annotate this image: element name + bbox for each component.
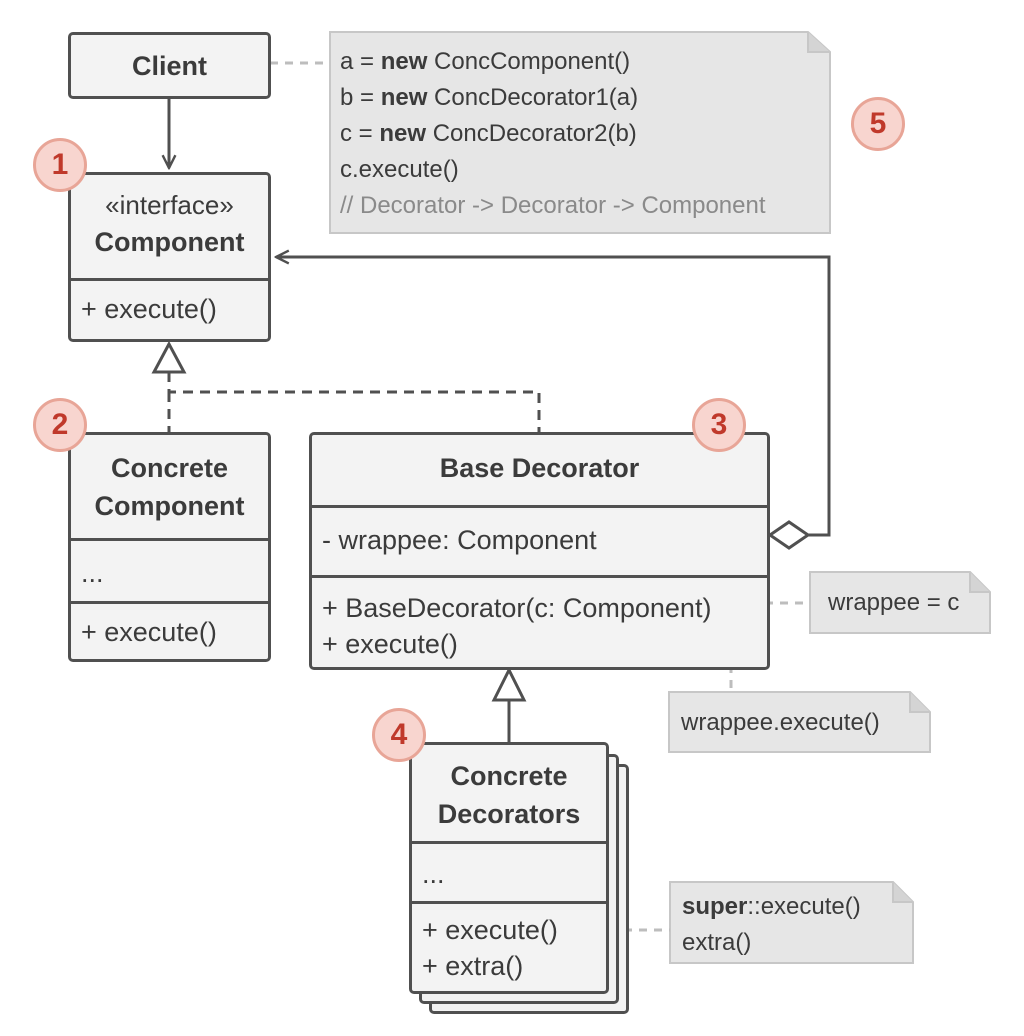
aggregation-diamond xyxy=(767,520,811,550)
base-decorator-methods: + BaseDecorator(c: Component) + execute(… xyxy=(312,575,767,662)
badge-3: 3 xyxy=(692,398,746,452)
constructor-note-shape xyxy=(809,571,991,634)
decorator-note-line-1: super::execute() xyxy=(682,893,861,920)
badge-4: 4 xyxy=(372,708,426,762)
concrete-decorators-methods: + execute() + extra() xyxy=(412,901,606,984)
badge-5: 5 xyxy=(851,97,905,151)
base-decorator-execute: + execute() xyxy=(322,629,458,659)
concrete-decorators-field: ... xyxy=(422,859,445,889)
component-methods: + execute() xyxy=(71,278,268,327)
concrete-decorators-title-line-1: Concrete xyxy=(450,761,568,791)
concrete-decorators-class: Concrete Decorators ... + execute() + ex… xyxy=(409,742,609,994)
component-interface: «interface» Component + execute() xyxy=(68,172,271,342)
decorator-note-line-2: extra() xyxy=(682,929,752,956)
client-note-line-4: c.execute() xyxy=(340,156,459,183)
constructor-note-text: wrappee = c xyxy=(828,589,960,616)
client-class: Client xyxy=(68,32,271,99)
execute-note-shape xyxy=(668,691,931,753)
component-title: Component xyxy=(94,227,245,257)
concrete-component-title-line-2: Component xyxy=(94,491,245,521)
concrete-decorators-title-line-2: Decorators xyxy=(437,799,581,829)
constructor-note-fold xyxy=(969,572,990,593)
concrete-component-field: ... xyxy=(81,558,104,588)
concrete-decorators-execute: + execute() xyxy=(422,915,558,945)
concrete-decorators-header: Concrete Decorators xyxy=(412,745,606,841)
concrete-component-method: + execute() xyxy=(81,617,217,647)
constructor-note: wrappee = c xyxy=(828,585,959,621)
client-title: Client xyxy=(131,51,207,81)
base-decorator-fields: - wrappee: Component xyxy=(312,505,767,575)
realization-line-base xyxy=(167,372,541,432)
badge-2: 2 xyxy=(33,398,87,452)
client-note-fold xyxy=(807,32,830,53)
decorator-note-shape xyxy=(669,881,914,964)
concrete-component-class: Concrete Component ... + execute() xyxy=(68,432,271,662)
component-stereotype: «interface» xyxy=(105,190,234,220)
aggregation-line xyxy=(276,257,831,537)
concrete-component-fields: ... xyxy=(71,538,268,601)
client-note-line-2: b = new ConcDecorator1(a) xyxy=(340,84,639,111)
badge-1: 1 xyxy=(33,138,87,192)
client-note-line-3: c = new ConcDecorator2(b) xyxy=(340,120,637,147)
client-note-shape xyxy=(329,31,831,234)
base-decorator-title: Base Decorator xyxy=(439,453,640,483)
concrete-component-title-line-1: Concrete xyxy=(110,453,229,483)
client-code-note: a = new ConcComponent() b = new ConcDeco… xyxy=(340,44,766,224)
base-decorator-field: - wrappee: Component xyxy=(322,525,597,555)
component-method: + execute() xyxy=(81,294,217,324)
inheritance-arrowhead xyxy=(491,666,527,702)
decorator-note-fold xyxy=(892,882,913,903)
execute-note-fold xyxy=(909,692,930,713)
realization-arrowhead xyxy=(151,340,187,374)
base-decorator-constructor: + BaseDecorator(c: Component) xyxy=(322,593,712,623)
execute-note-text: wrappee.execute() xyxy=(681,709,880,736)
base-decorator-header: Base Decorator xyxy=(312,435,767,505)
decorator-code-note: super::execute() extra() xyxy=(682,889,861,961)
base-decorator-class: Base Decorator - wrappee: Component + Ba… xyxy=(309,432,770,670)
execute-note: wrappee.execute() xyxy=(681,705,880,741)
concrete-component-header: Concrete Component xyxy=(71,435,268,538)
client-note-line-1: a = new ConcComponent() xyxy=(340,48,631,75)
concrete-component-methods: + execute() xyxy=(71,601,268,650)
client-note-comment: // Decorator -> Decorator -> Component xyxy=(340,192,766,219)
concrete-decorators-fields: ... xyxy=(412,841,606,901)
concrete-decorators-extra: + extra() xyxy=(422,951,524,981)
component-header: «interface» Component xyxy=(71,175,268,278)
